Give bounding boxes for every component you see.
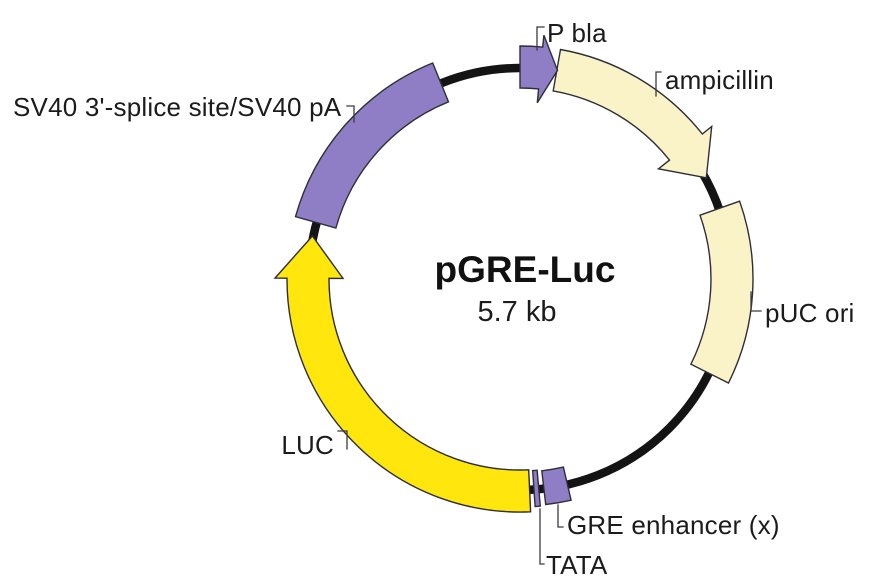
luc-arrow [273, 234, 532, 513]
gre-enhancer-label: GRE enhancer (x) [567, 510, 780, 540]
puc-ori-label-leader [750, 291, 762, 312]
luc-label-leader [337, 430, 348, 450]
gre-enhancer-label-leader [557, 504, 564, 528]
sv40-splice-pa-label: SV40 3'-splice site/SV40 pA [13, 92, 342, 122]
tata-label: TATA [546, 550, 608, 580]
p-bla-label-leader [536, 26, 545, 51]
sv40-splice-pa-label-leader [346, 105, 355, 123]
p-bla-arrow [519, 34, 559, 104]
feature-labels: SV40 3'-splice site/SV40 pA P bla ampicill… [13, 18, 855, 580]
ampicillin-label-leader [655, 71, 662, 97]
plasmid-title: pGRE-Luc [435, 249, 616, 290]
label-leader-lines [337, 26, 762, 565]
plasmid-features [273, 34, 754, 513]
gre-enhancer-box [541, 466, 572, 506]
ampicillin-arrow [552, 48, 713, 179]
ampicillin-label: ampicillin [665, 65, 774, 95]
luc-label: LUC [281, 430, 334, 460]
puc-ori-band [689, 200, 754, 384]
sv40-splice-pa-band [294, 62, 450, 229]
tata-tick [531, 469, 542, 508]
p-bla-label: P bla [547, 18, 607, 48]
plasmid-size-label: 5.7 kb [478, 296, 557, 328]
tata-label-leader [539, 508, 545, 565]
puc-ori-label: pUC ori [765, 298, 855, 328]
